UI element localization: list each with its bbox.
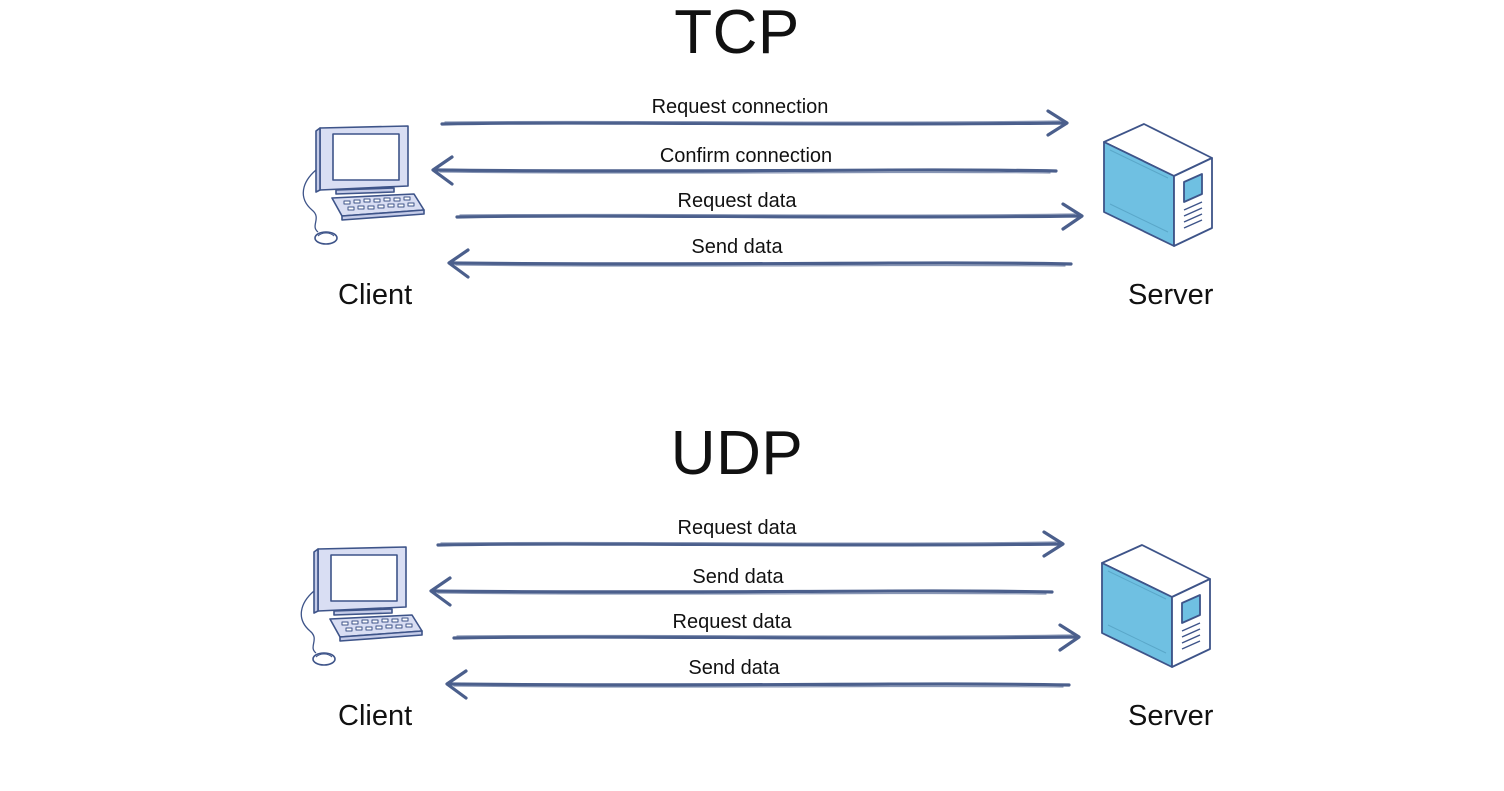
- tcp-message-label: Request connection: [651, 96, 829, 118]
- tcp-message-label: Send data: [691, 236, 783, 258]
- client-label: Client: [338, 700, 413, 732]
- server-tower-icon: [1101, 544, 1211, 668]
- desktop-computer-icon: [302, 125, 425, 245]
- tcp-message-label: Confirm connection: [659, 145, 833, 167]
- udp-section: UDP Request data Send data Request data …: [0, 421, 1504, 791]
- server-label: Server: [1128, 700, 1214, 732]
- udp-arrow-request-data: [436, 530, 1065, 558]
- tcp-arrow-request-connection: [440, 109, 1069, 137]
- udp-message-label: Request data: [677, 517, 797, 539]
- udp-message-label: Send data: [692, 566, 784, 588]
- tcp-arrows: [431, 109, 1084, 279]
- udp-message-label: Request data: [672, 611, 792, 633]
- tcp-section: TCP Request connection Confirm connectio…: [0, 0, 1504, 370]
- tcp-arrow-send-data: [447, 248, 1073, 279]
- server-tower-icon: [1103, 123, 1213, 247]
- client-label: Client: [338, 279, 413, 311]
- udp-arrow-send-data: [445, 669, 1071, 700]
- tcp-arrow-request-data: [455, 202, 1084, 231]
- udp-arrow-request-data: [452, 623, 1081, 652]
- udp-arrows: [429, 530, 1081, 700]
- tcp-title: TCP: [674, 0, 800, 67]
- udp-arrow-send-data: [429, 576, 1054, 607]
- tcp-arrow-confirm-connection: [431, 155, 1058, 186]
- desktop-computer-icon: [300, 546, 423, 666]
- udp-message-label: Send data: [688, 657, 780, 679]
- server-label: Server: [1128, 279, 1214, 311]
- tcp-message-label: Request data: [677, 190, 797, 212]
- udp-title: UDP: [670, 419, 804, 488]
